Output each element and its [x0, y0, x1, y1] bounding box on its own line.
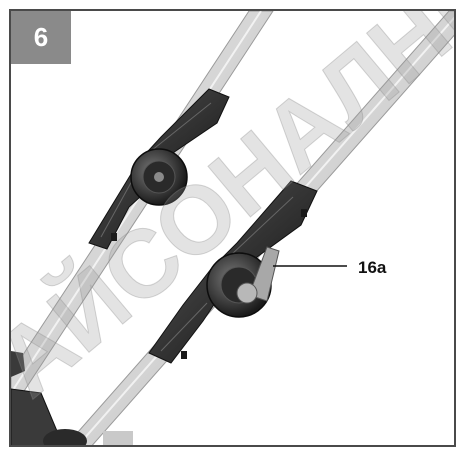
stroller-hinge-illustration: [11, 11, 454, 445]
left-tube: [11, 11, 274, 412]
callout-label-16a: 16a: [358, 258, 387, 277]
figure-frame: АЙСОНАЛНИ РЕ 6 16a: [9, 9, 456, 447]
upper-hinge-knob: [130, 148, 188, 206]
release-lever-16a: [236, 246, 280, 304]
step-number-badge: 6: [11, 11, 71, 64]
bottom-frame-detail: [11, 351, 133, 445]
